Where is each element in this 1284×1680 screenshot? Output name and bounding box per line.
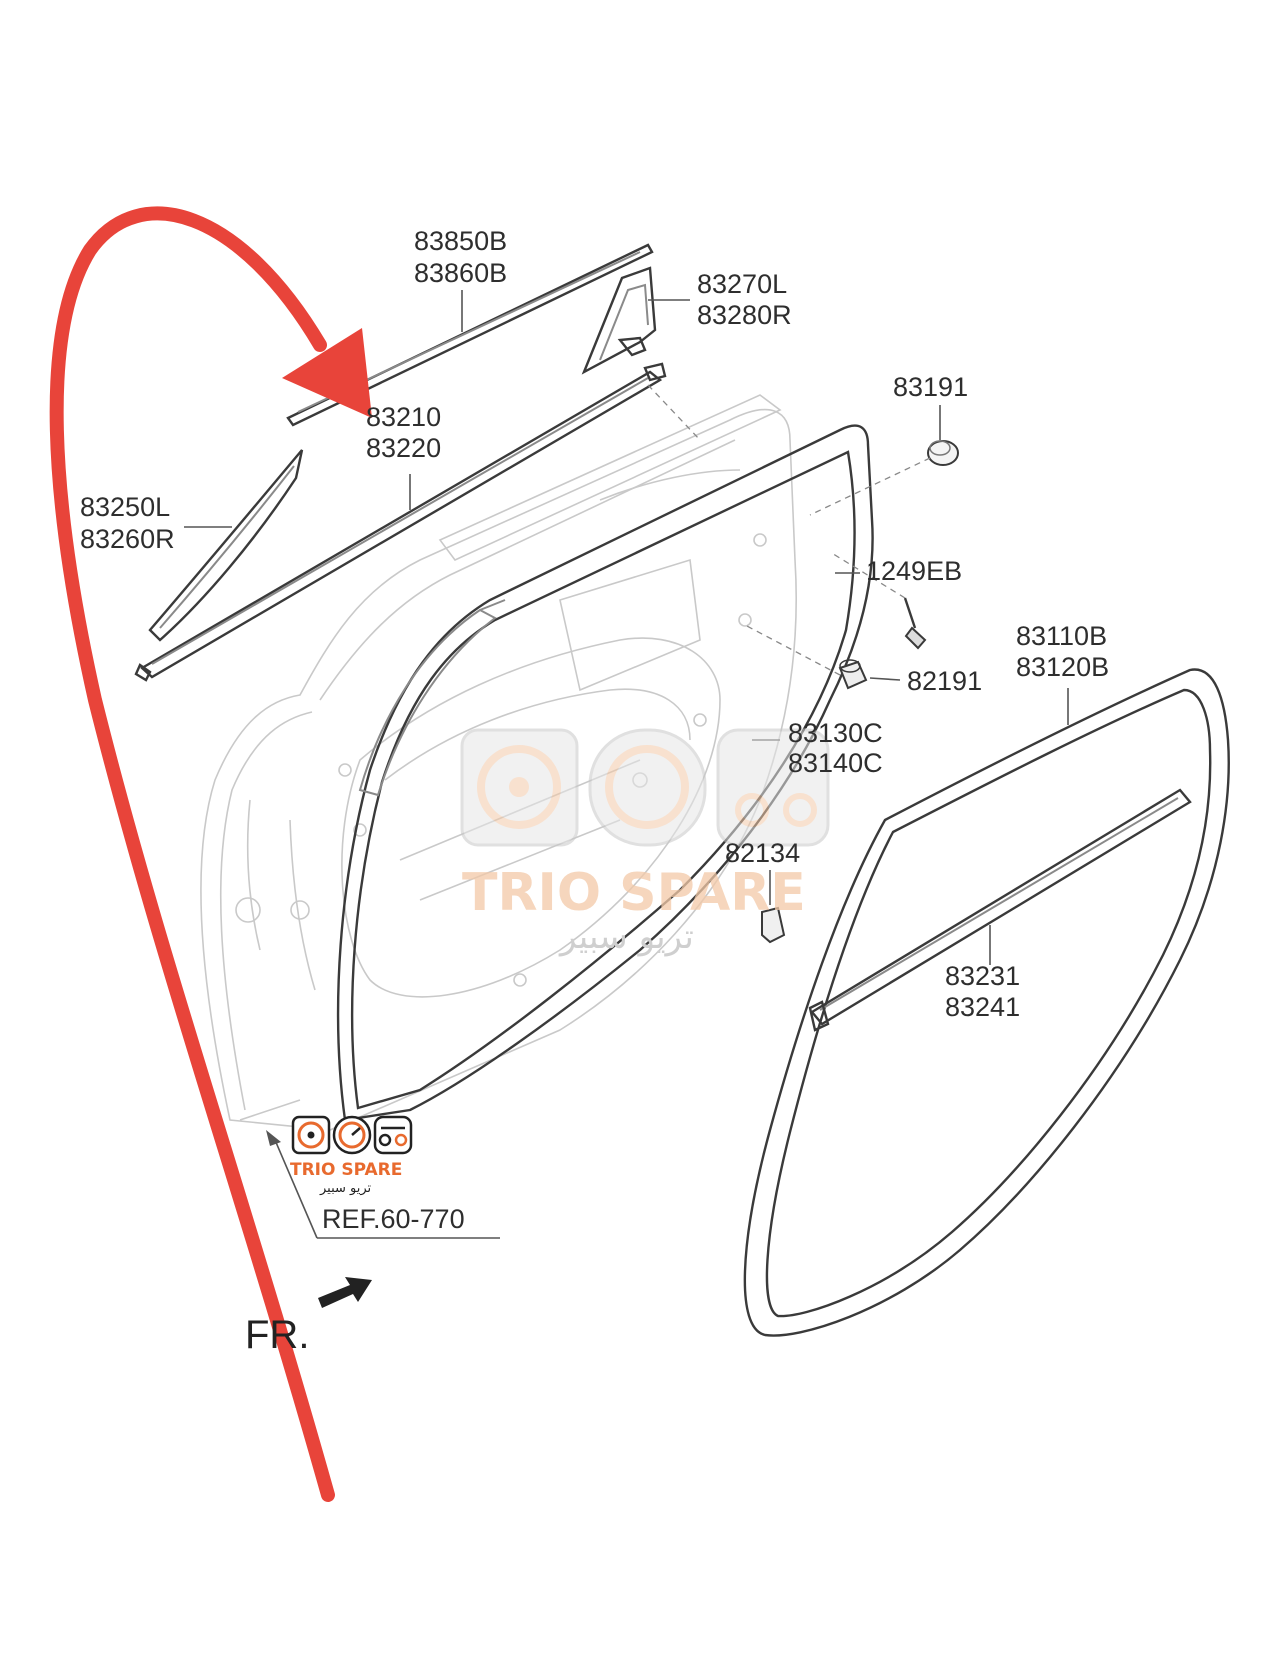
front-marker-label: FR. — [245, 1313, 309, 1357]
trio-spare-logo: TRIO SPARE تريو سبير — [290, 1115, 413, 1196]
watermark-brand: TRIO SPARE — [462, 863, 806, 923]
label-83231: 83231 — [945, 961, 1020, 991]
reference-label: REF.60-770 — [322, 1204, 465, 1234]
label-82191: 82191 — [907, 666, 982, 696]
label-83850B: 83850B — [414, 226, 507, 256]
label-83220: 83220 — [366, 433, 441, 463]
assembly-dashes — [647, 384, 931, 676]
stopper-82191-drawing — [838, 659, 868, 690]
frame-weatherstrip — [336, 424, 874, 1122]
watermark-brand-arabic: تريو سبير — [558, 917, 694, 957]
plug-83191-drawing — [927, 440, 959, 466]
annotation-arrow — [49, 206, 372, 1502]
label-83270L: 83270L — [697, 269, 787, 299]
label-83191: 83191 — [893, 372, 968, 402]
clip-82134-drawing — [761, 906, 786, 944]
label-83860B: 83860B — [414, 258, 507, 288]
logo-icon — [291, 1115, 413, 1155]
label-83140C: 83140C — [788, 748, 883, 778]
inner-weatherstrip — [808, 788, 1192, 1032]
bolt-1249EB-drawing — [903, 597, 927, 650]
watermark — [460, 728, 830, 847]
label-83260R: 83260R — [80, 524, 175, 554]
label-82134: 82134 — [725, 838, 800, 868]
door-weatherstrip — [743, 668, 1230, 1337]
belt-weatherstrip — [134, 362, 667, 682]
front-garnish — [148, 449, 304, 642]
front-arrow-icon — [318, 1277, 372, 1308]
label-83250L: 83250L — [80, 492, 170, 522]
arrow-head-icon — [282, 328, 372, 418]
label-83241: 83241 — [945, 992, 1020, 1022]
label-83210: 83210 — [366, 402, 441, 432]
logo-brand-arabic: تريو سبير — [319, 1181, 372, 1196]
label-1249EB: 1249EB — [866, 556, 962, 586]
label-83110B: 83110B — [1016, 621, 1107, 651]
window-channel — [358, 599, 506, 797]
part-labels: 83850B 83860B 83270L 83280R 83210 83220 … — [80, 226, 1109, 1357]
upper-garnish — [581, 266, 657, 375]
label-83280R: 83280R — [697, 300, 792, 330]
label-83130C: 83130C — [788, 718, 883, 748]
logo-brand: TRIO SPARE — [290, 1160, 402, 1180]
label-83120B: 83120B — [1016, 652, 1109, 682]
